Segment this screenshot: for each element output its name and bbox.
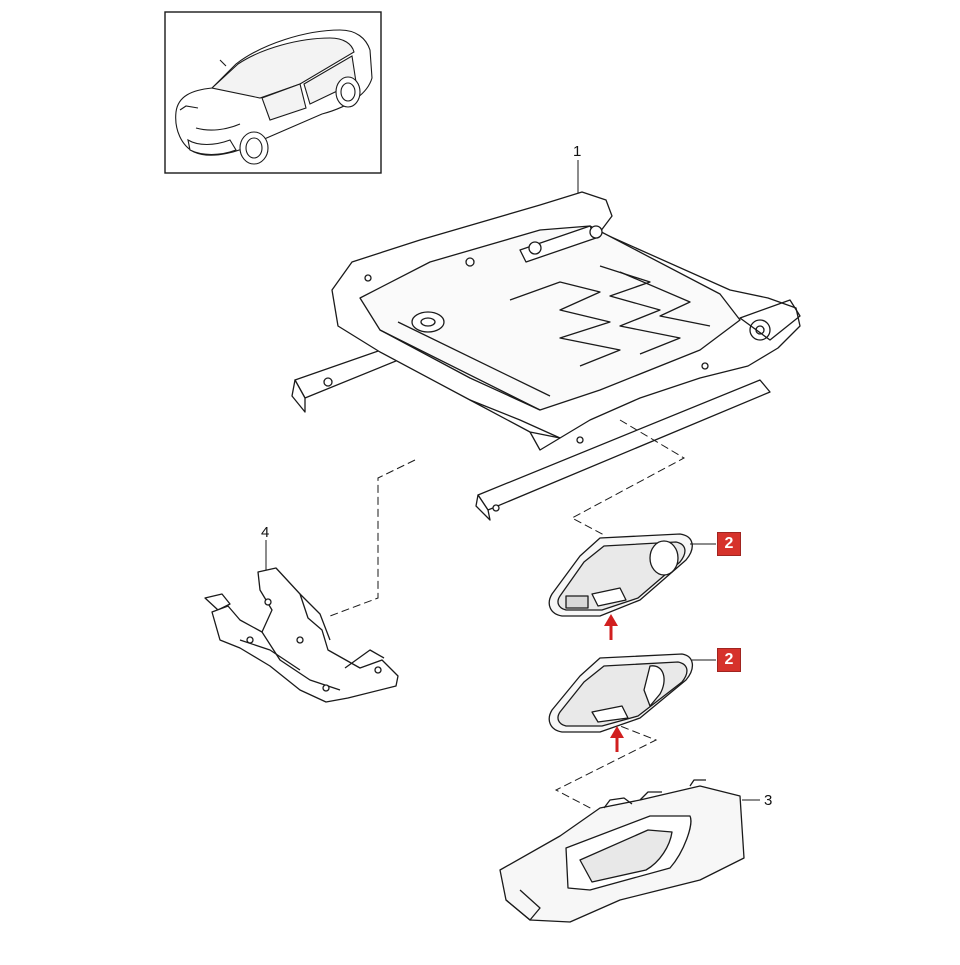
callout-1: 1	[573, 143, 582, 160]
vehicle-thumbnail	[164, 11, 382, 174]
callout-badge-2-lower: 2	[717, 648, 741, 672]
red-arrow-upper	[604, 614, 618, 640]
seat-side-trim	[499, 779, 745, 923]
red-arrow-lower	[610, 726, 624, 752]
seat-frame	[291, 191, 801, 521]
callout-badge-2-upper: 2	[717, 532, 741, 556]
assembly-lines	[329, 419, 686, 811]
seat-switch-lower	[548, 653, 693, 733]
car-icon	[175, 29, 373, 165]
callout-3: 3	[764, 792, 773, 809]
wiring-bracket	[204, 567, 399, 703]
seat-switch-upper	[548, 533, 693, 617]
callout-4: 4	[261, 524, 270, 541]
